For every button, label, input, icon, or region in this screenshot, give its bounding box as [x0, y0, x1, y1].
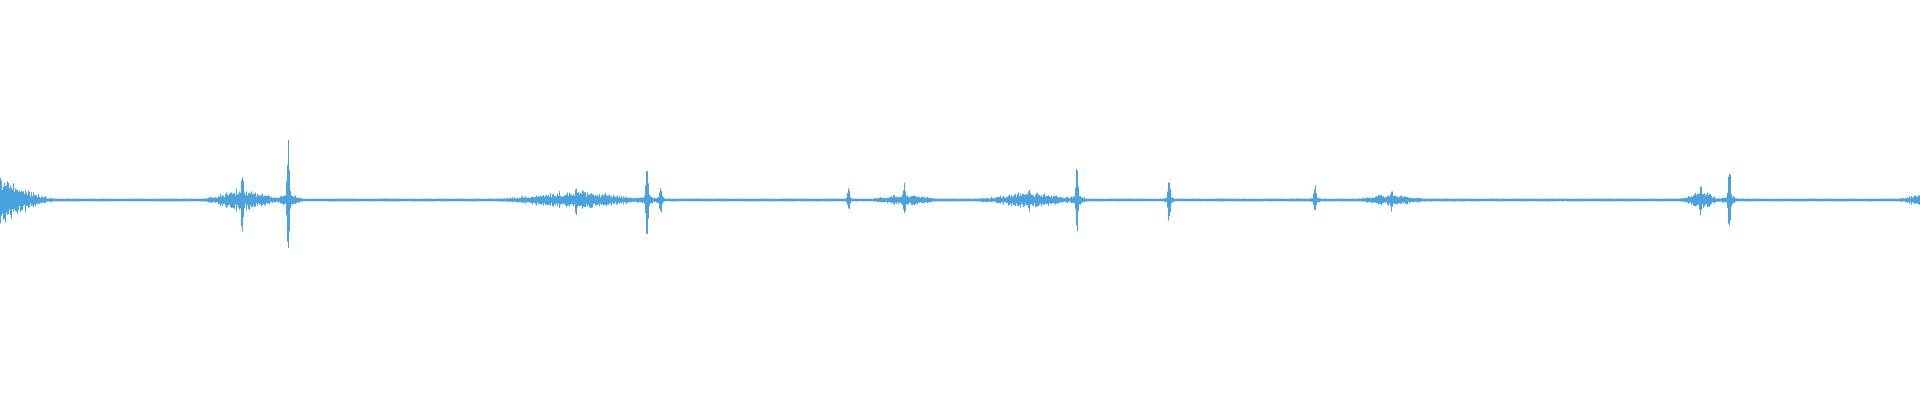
waveform-samples	[0, 140, 1920, 249]
waveform-path	[0, 140, 1920, 249]
